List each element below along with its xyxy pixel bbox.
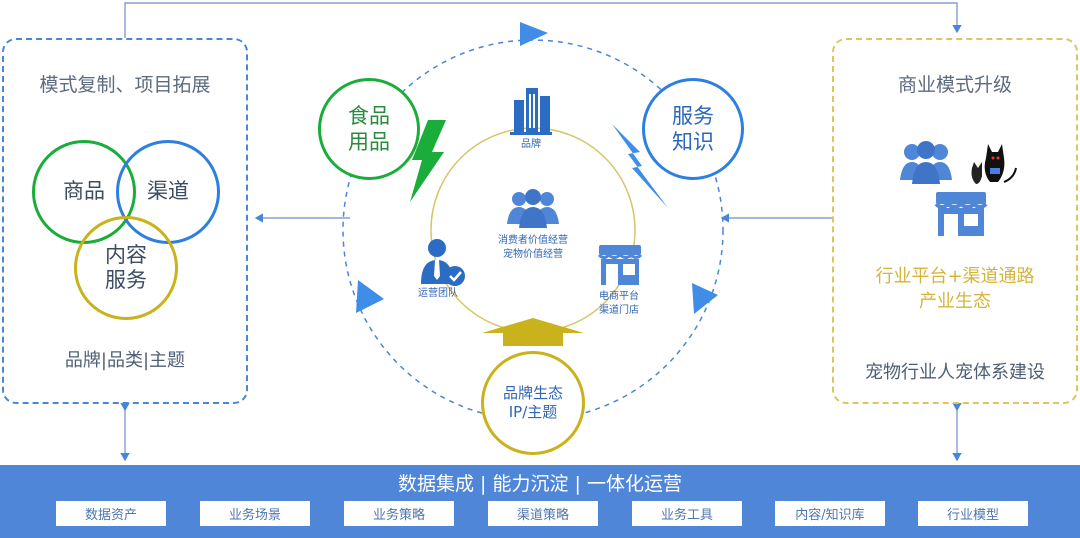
cycle-triangle-top <box>520 22 548 46</box>
store-icon <box>934 192 988 236</box>
left-panel <box>2 38 248 404</box>
right-panel-bottom-text: 宠物行业人宠体系建设 <box>865 362 1045 383</box>
pets-icon <box>971 144 1017 184</box>
chip-business-tools: 业务工具 <box>632 501 742 526</box>
consumer-value-label: 消费者价值经营 宠物价值经营 <box>498 235 568 260</box>
top-connector-line <box>124 2 962 38</box>
service-knowledge-bubble: 服务 知识 <box>642 78 744 180</box>
cycle-triangle-left <box>356 280 384 313</box>
cycle-dashed-circle <box>342 39 724 421</box>
blue-lightning-icon <box>612 124 668 208</box>
chip-business-scenarios: 业务场景 <box>200 501 310 526</box>
right-panel-title: 商业模式升级 <box>897 74 1012 96</box>
chip-industry-model: 行业模型 <box>918 501 1028 526</box>
left-panel-bottom-text: 品牌|品类|主题 <box>64 350 186 371</box>
chip-channel-strategy: 渠道策略 <box>488 501 598 526</box>
ecommerce-store-icon <box>597 245 643 285</box>
left-panel-title: 模式复制、项目拓展 <box>39 74 211 96</box>
chip-data-assets: 数据资产 <box>56 501 166 526</box>
bottom-bar-title: 数据集成 | 能力沉淀 | 一体化运营 <box>398 473 682 495</box>
consumers-group-icon <box>507 189 559 228</box>
right-panel <box>832 38 1078 404</box>
chip-business-strategy: 业务策略 <box>344 501 454 526</box>
chip-content-knowledge-base: 内容/知识库 <box>775 501 885 526</box>
brand-label: 品牌 <box>521 139 541 150</box>
gold-up-arrow <box>482 318 584 346</box>
industry-platform-text: 行业平台+渠道通路 产业生态 <box>875 266 1035 313</box>
venn-content-service: 内容 服务 <box>74 216 178 320</box>
food-goods-bubble: 食品 用品 <box>318 78 420 180</box>
ecommerce-channel-label: 电商平台 渠道门店 <box>599 291 639 316</box>
brand-ecosystem-bubble: 品牌生态 IP/主题 <box>481 351 585 455</box>
green-lightning-icon <box>410 120 446 202</box>
operations-team-icon <box>421 239 465 286</box>
building-icon <box>510 88 552 135</box>
cycle-triangle-right <box>692 283 718 314</box>
operations-team-label: 运营团队 <box>418 288 458 299</box>
people-group-icon <box>900 141 952 184</box>
